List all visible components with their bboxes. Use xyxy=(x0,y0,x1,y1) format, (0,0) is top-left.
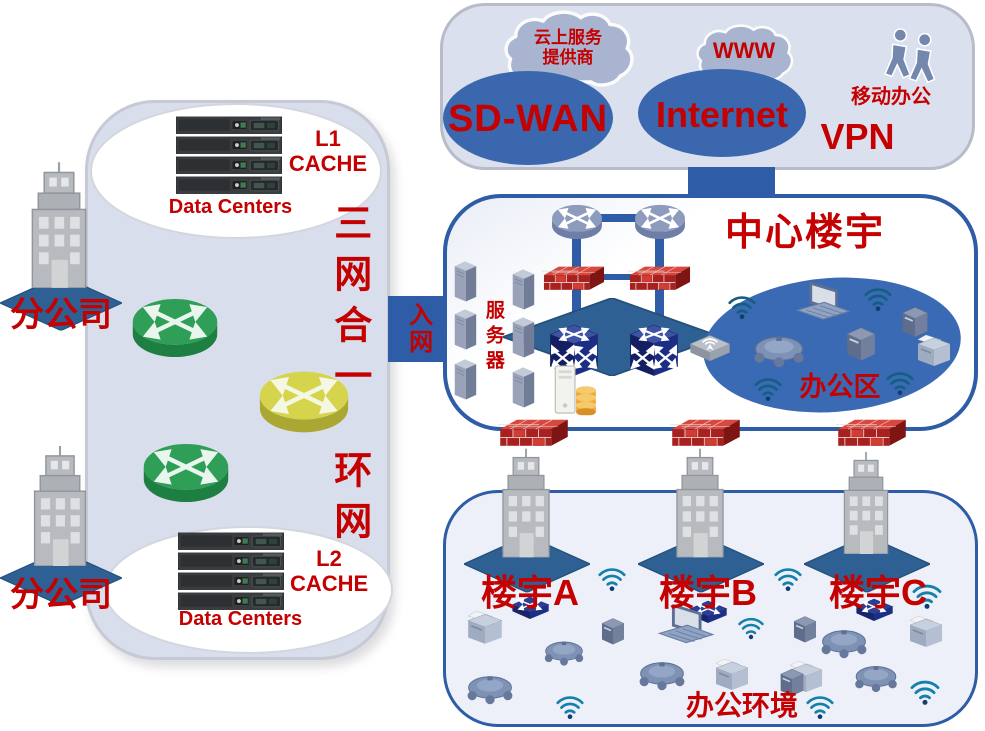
internet-label: Internet xyxy=(655,94,788,135)
internet-ellipse xyxy=(638,69,806,157)
printer-icon xyxy=(906,614,946,650)
sdwan-ellipse xyxy=(443,71,613,165)
firewall-icon xyxy=(670,417,742,448)
wifi-icon xyxy=(908,676,942,706)
sdwan-label: SD-WAN xyxy=(447,98,609,140)
firewall-icon xyxy=(496,417,572,448)
building-icon xyxy=(668,448,732,558)
conference-phone-icon xyxy=(816,626,872,660)
l1-rack-servers xyxy=(176,116,282,195)
laptop-icon xyxy=(794,282,850,326)
building-c-label: 楼宇C xyxy=(829,572,927,613)
core-link xyxy=(572,226,581,276)
wireless-ap-icon xyxy=(686,328,734,362)
printer-icon xyxy=(464,610,506,646)
building-b-label: 楼宇B xyxy=(659,572,757,613)
rack-server-icon xyxy=(178,572,284,591)
wifi-icon xyxy=(554,692,586,720)
wifi-icon xyxy=(772,564,804,592)
central-building-title: 中心楼宇 xyxy=(724,212,885,254)
wifi-icon xyxy=(862,284,894,312)
cloud-provider-label: 云上服务提供商 xyxy=(534,28,602,67)
building-icon xyxy=(22,162,96,288)
building-icon xyxy=(836,450,896,556)
server-tower-icon xyxy=(451,258,479,304)
ring-network-label-bottom: 环网 xyxy=(327,450,370,552)
l2-datacenters-label: Data Centers xyxy=(178,608,303,630)
printer-icon xyxy=(712,658,752,692)
rack-server-icon xyxy=(178,552,284,571)
database-server-icon xyxy=(552,362,598,416)
rack-server-icon xyxy=(176,116,282,135)
servers-label: 服务器 xyxy=(482,300,504,375)
server-tower-icon xyxy=(451,306,479,352)
www-label: WWW xyxy=(712,38,776,63)
ring-network-label-top: 三网合一 xyxy=(327,203,370,407)
mobile-office-label: 移动办公 xyxy=(851,86,931,108)
mobile-workers-icon xyxy=(882,24,946,92)
router-icon-core xyxy=(634,202,686,242)
l2-rack-servers xyxy=(178,532,284,611)
rack-server-icon xyxy=(176,136,282,155)
core-link xyxy=(655,226,664,276)
conference-phone-icon xyxy=(748,332,810,369)
router-icon-core xyxy=(551,202,603,242)
wifi-icon xyxy=(726,292,758,320)
server-tower-icon xyxy=(509,266,537,312)
router-icon-green xyxy=(142,440,230,506)
office-environment-label: 办公环境 xyxy=(685,690,798,721)
core-link xyxy=(655,288,664,340)
access-link-label: 入网 xyxy=(404,302,432,356)
office-device-icon xyxy=(842,324,880,363)
office-area-label: 办公区 xyxy=(799,372,881,402)
server-tower-icon xyxy=(451,356,479,402)
firewall-icon xyxy=(836,417,908,448)
branch-office-label: 分公司 xyxy=(10,296,112,334)
branch-office-label: 分公司 xyxy=(10,576,112,614)
conference-phone-icon xyxy=(634,658,690,692)
server-tower-icon xyxy=(509,314,537,360)
building-icon xyxy=(494,448,558,558)
wan-connector xyxy=(688,167,775,197)
firewall-icon xyxy=(628,264,692,292)
rack-server-icon xyxy=(176,176,282,195)
server-tower-icon xyxy=(509,364,537,410)
building-a-label: 楼宇A xyxy=(481,572,579,613)
core-link xyxy=(602,274,636,280)
l1-datacenters-label: Data Centers xyxy=(168,196,293,218)
building-icon xyxy=(24,446,96,566)
printer-icon xyxy=(914,334,954,368)
vpn-label: VPN xyxy=(820,116,895,157)
firewall-icon xyxy=(542,264,606,292)
rack-server-icon xyxy=(176,156,282,175)
wifi-icon xyxy=(736,614,766,640)
conference-phone-icon xyxy=(850,662,902,694)
access-link-connector xyxy=(388,296,446,362)
rack-server-icon xyxy=(178,532,284,551)
core-switch-icon xyxy=(627,324,681,378)
conference-phone-icon xyxy=(540,638,588,667)
core-link xyxy=(577,214,661,222)
router-icon-green xyxy=(131,295,219,361)
wifi-icon xyxy=(596,564,628,592)
wifi-icon xyxy=(752,374,784,402)
office-device-icon xyxy=(598,614,628,648)
conference-phone-icon xyxy=(462,672,518,706)
